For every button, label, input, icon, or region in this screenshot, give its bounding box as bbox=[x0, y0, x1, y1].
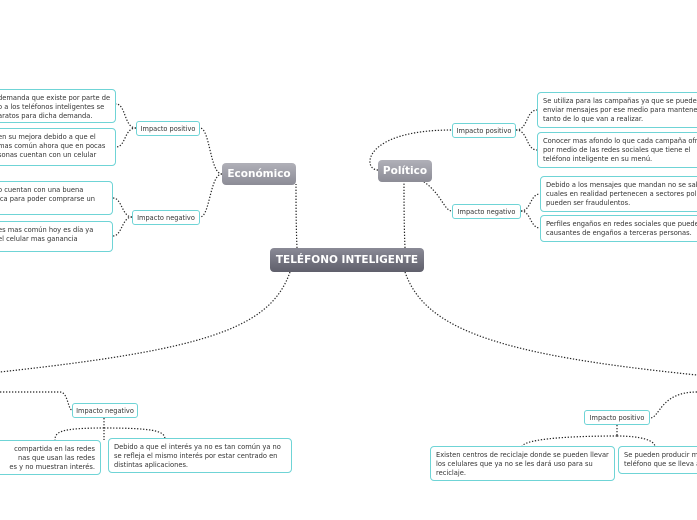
leaf-text: en su mejora debido a que el mas común a… bbox=[0, 133, 106, 160]
bottom-left-impacto-negativo[interactable]: Impacto negativo bbox=[72, 403, 138, 418]
leaf-text: Debido a los mensajes que mandan no se s… bbox=[546, 181, 697, 208]
economico-negativo-leaf-1[interactable]: o cuentan con una buena ica para poder c… bbox=[0, 181, 113, 215]
economico-positivo-leaf-1[interactable]: demanda que existe por parte de o a los … bbox=[0, 89, 116, 123]
leaf-text: Existen centros de reciclaje donde se pu… bbox=[436, 451, 609, 478]
leaf-text: Debido a que el interés ya no es tan com… bbox=[114, 443, 281, 470]
economico-impacto-negativo[interactable]: Impacto negativo bbox=[132, 210, 200, 225]
leaf-text: o cuentan con una buena ica para poder c… bbox=[0, 186, 95, 204]
leaf-text: Se utiliza para las campañas ya que se p… bbox=[543, 97, 697, 124]
economico-negativo-leaf-2[interactable]: es mas común hoy es día ya el celular ma… bbox=[0, 221, 113, 252]
bottom-right-impacto-positivo[interactable]: Impacto positivo bbox=[584, 410, 650, 425]
politico-positivo-leaf-2[interactable]: Conocer mas afondo lo que cada campaña o… bbox=[537, 132, 697, 168]
politico-negativo-leaf-2[interactable]: Perfiles engaños en redes sociales que p… bbox=[540, 215, 697, 242]
bottom-right-leaf-1[interactable]: Existen centros de reciclaje donde se pu… bbox=[430, 446, 615, 481]
economico-impacto-positivo[interactable]: Impacto positivo bbox=[136, 121, 200, 136]
leaf-text: compartida en las redes nas que usan las… bbox=[9, 445, 95, 472]
leaf-text: demanda que existe por parte de o a los … bbox=[0, 94, 111, 121]
central-topic[interactable]: TELÉFONO INTELIGENTE bbox=[270, 248, 424, 272]
politico-negativo-leaf-1[interactable]: Debido a los mensajes que mandan no se s… bbox=[540, 176, 697, 212]
topic-economico[interactable]: Económico bbox=[222, 163, 296, 185]
politico-positivo-leaf-1[interactable]: Se utiliza para las campañas ya que se p… bbox=[537, 92, 697, 128]
bottom-right-leaf-2[interactable]: Se pueden producir m teléfono que se lle… bbox=[618, 446, 697, 474]
bottom-left-leaf-2[interactable]: Debido a que el interés ya no es tan com… bbox=[108, 438, 292, 473]
topic-politico[interactable]: Político bbox=[378, 160, 432, 182]
leaf-text: Se pueden producir m teléfono que se lle… bbox=[624, 451, 697, 469]
politico-impacto-positivo[interactable]: Impacto positivo bbox=[452, 123, 516, 138]
bottom-left-leaf-1[interactable]: compartida en las redes nas que usan las… bbox=[0, 440, 101, 475]
leaf-text: Conocer mas afondo lo que cada campaña o… bbox=[543, 137, 697, 164]
politico-impacto-negativo[interactable]: Impacto negativo bbox=[452, 204, 521, 219]
leaf-text: Perfiles engaños en redes sociales que p… bbox=[546, 220, 697, 238]
economico-positivo-leaf-2[interactable]: en su mejora debido a que el mas común a… bbox=[0, 128, 116, 166]
leaf-text: es mas común hoy es día ya el celular ma… bbox=[0, 226, 94, 244]
